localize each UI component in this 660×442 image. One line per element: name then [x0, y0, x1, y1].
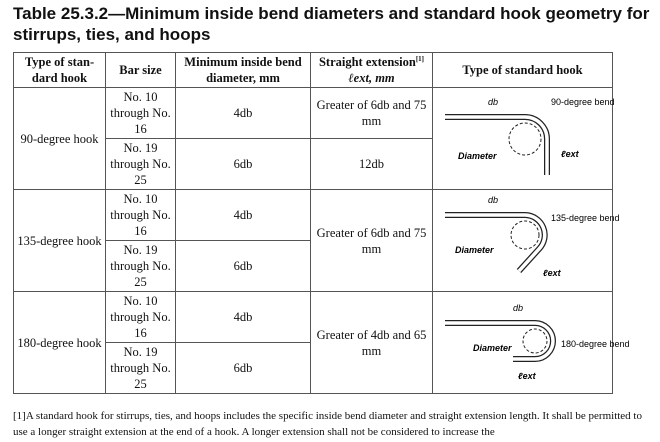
header-row: Type of stan-dard hook Bar size Minimum …: [13, 52, 613, 88]
hook-figure-180: db 180-degree bend Diameter ℓext: [432, 291, 630, 394]
diameter-label: Diameter: [473, 343, 512, 353]
bend-label: 180-degree bend: [561, 339, 630, 349]
min-diameter-cell: 4db: [175, 291, 311, 343]
footnote: [1]A standard hook for stirrups, ties, a…: [13, 410, 642, 438]
header-bar-size: Bar size: [105, 52, 176, 88]
extension-cell: Greater of 6db and 75 mm: [310, 189, 433, 292]
diameter-label: Diameter: [455, 245, 494, 255]
db-label: db: [488, 195, 498, 205]
db-label: db: [488, 97, 498, 107]
bar-size-cell: No. 19 through No. 25: [105, 138, 176, 190]
hook-type-cell: 180-degree hook: [13, 291, 106, 394]
bar-size-cell: No. 19 through No. 25: [105, 240, 176, 292]
hook-type-cell: 90-degree hook: [13, 87, 106, 190]
header-hook-figure: Type of standard hook: [432, 52, 613, 88]
table-row: No. 19 through No. 25 6db 12db: [14, 138, 613, 190]
min-diameter-cell: 4db: [175, 189, 311, 241]
bar-size-cell: No. 10 through No. 16: [105, 87, 176, 139]
min-diameter-cell: 6db: [175, 342, 311, 394]
lext-label: ℓext: [543, 268, 562, 278]
extension-cell: Greater of 6db and 75 mm: [310, 87, 433, 139]
table-row: No. 19 through No. 25 6db: [14, 240, 613, 292]
hook-figure-135: db 135-degree bend Diameter ℓext: [432, 189, 620, 292]
hook-figure-90: db 90-degree bend Diameter ℓext: [432, 87, 615, 190]
bend-label: 135-degree bend: [551, 213, 620, 223]
header-extension-unit: ℓext, mm: [348, 71, 395, 85]
header-extension: Straight extension[1] ℓext, mm: [310, 52, 433, 88]
hook-geometry-table: Type of stan-dard hook Bar size Minimum …: [13, 52, 630, 394]
min-diameter-cell: 6db: [175, 138, 311, 190]
hook-type-cell: 135-degree hook: [13, 189, 106, 292]
lext-label: ℓext: [518, 371, 537, 381]
min-diameter-cell: 4db: [175, 87, 311, 139]
table-row: 180-degree hook No. 10 through No. 16 4d…: [13, 291, 630, 394]
lext-label: ℓext: [561, 149, 580, 159]
header-hook-type: Type of stan-dard hook: [13, 52, 106, 88]
table-row: 135-degree hook No. 10 through No. 16 4d…: [13, 189, 620, 292]
min-diameter-cell: 6db: [175, 240, 311, 292]
bar-size-cell: No. 19 through No. 25: [105, 342, 176, 394]
table-row: 90-degree hook No. 10 through No. 16 4db…: [13, 87, 615, 190]
extension-cell: 12db: [310, 138, 433, 190]
footnote-ref: [1]: [415, 54, 425, 63]
bar-size-cell: No. 10 through No. 16: [105, 189, 176, 241]
bar-size-cell: No. 10 through No. 16: [105, 291, 176, 343]
extension-cell: Greater of 4db and 65 mm: [310, 291, 433, 394]
header-min-diameter: Minimum inside bend diameter, mm: [175, 52, 311, 88]
table-row: No. 19 through No. 25 6db: [14, 342, 613, 394]
table-title: Table 25.3.2—Minimum inside bend diamete…: [13, 4, 650, 44]
db-label: db: [513, 303, 523, 313]
bend-label: 90-degree bend: [551, 97, 615, 107]
diameter-label: Diameter: [458, 151, 497, 161]
header-extension-label: Straight extension: [318, 55, 416, 69]
